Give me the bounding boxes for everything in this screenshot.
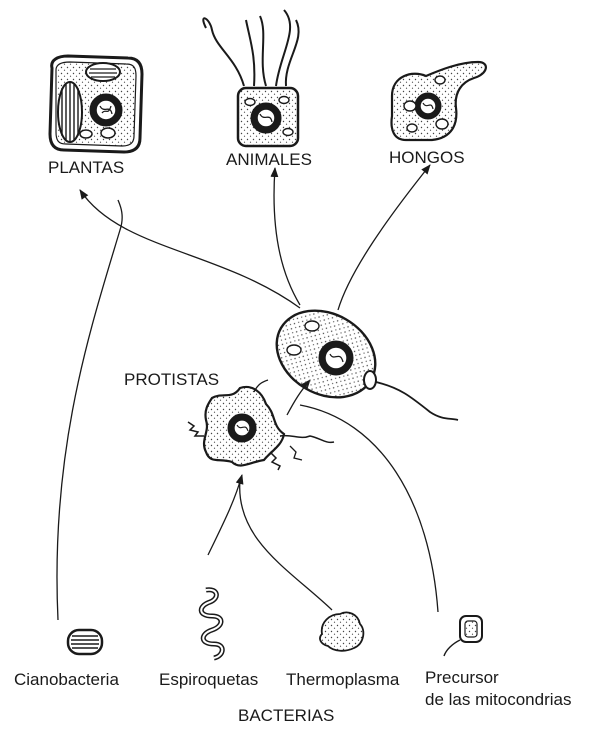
label-plantas: PLANTAS (48, 158, 125, 177)
arrow-to-animales (270, 167, 301, 306)
label-animales: ANIMALES (226, 150, 312, 169)
label-precursor-line2: de las mitocondrias (425, 690, 572, 709)
cianobacteria-illustration (66, 628, 104, 656)
precursor-illustration (443, 615, 483, 657)
line-thermoplasma (239, 479, 333, 611)
label-precursor-line1: Precursor (425, 668, 499, 687)
label-protistas: PROTISTAS (124, 370, 220, 389)
label-espiroquetas: Espiroquetas (159, 670, 259, 689)
label-bacterias: BACTERIAS (238, 706, 335, 725)
animal-cell-illustration (202, 9, 300, 148)
label-thermoplasma: Thermoplasma (286, 670, 400, 689)
line-cianobacteria (56, 199, 123, 621)
espiroquetas-illustration (198, 587, 225, 661)
fungus-cell-illustration (390, 60, 487, 142)
nucleated-cell-illustration (275, 309, 459, 421)
protist-cell-illustration (187, 379, 335, 471)
arrow-to-plantas (79, 189, 301, 309)
label-hongos: HONGOS (389, 148, 465, 167)
thermoplasma-illustration (319, 611, 365, 652)
line-mitocondrias (299, 404, 439, 613)
evolution-arrows (56, 164, 439, 621)
arrow-espiroquetas (207, 474, 244, 556)
arrow-to-hongos (337, 164, 431, 311)
label-cianobacteria: Cianobacteria (14, 670, 119, 689)
plant-cell-illustration (48, 54, 144, 154)
